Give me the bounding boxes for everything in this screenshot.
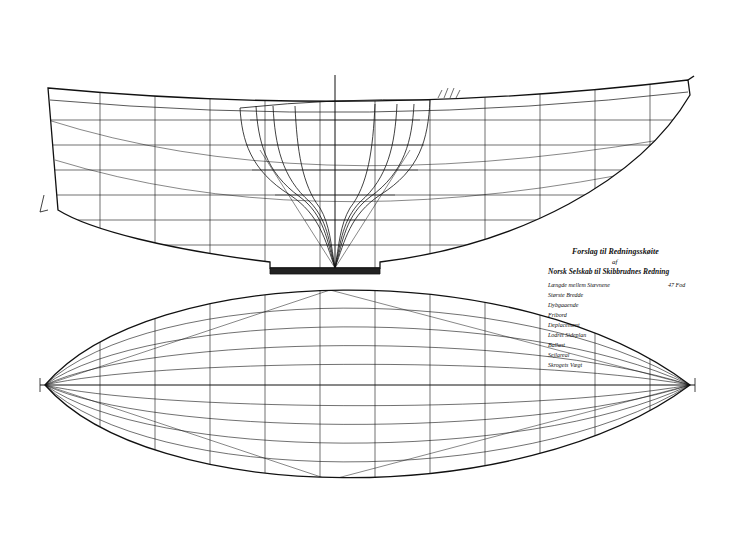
particulars-entry: Skrogets Vægt: [548, 362, 582, 369]
particulars-entry: Lodret Sideplan: [548, 332, 586, 339]
particulars-entry: Dybgaaende: [548, 302, 578, 309]
particulars-entry: Fribord: [548, 312, 567, 319]
particulars-entry: Længde mellem Stævnene: [548, 282, 610, 289]
particulars-entry: Deplacement: [548, 322, 580, 329]
particulars-entry: 47 Fod: [668, 282, 685, 289]
plan-title: Norsk Selskab til Skibbrudnes Redning: [548, 268, 669, 276]
particulars-entry: Sejlareal: [548, 352, 569, 359]
particulars-entry: Ballast: [548, 342, 565, 349]
plan-title: af: [612, 259, 617, 267]
particulars-entry: Største Bredde: [548, 292, 583, 299]
plan-title: Forslag til Redningsskøite: [572, 248, 659, 257]
